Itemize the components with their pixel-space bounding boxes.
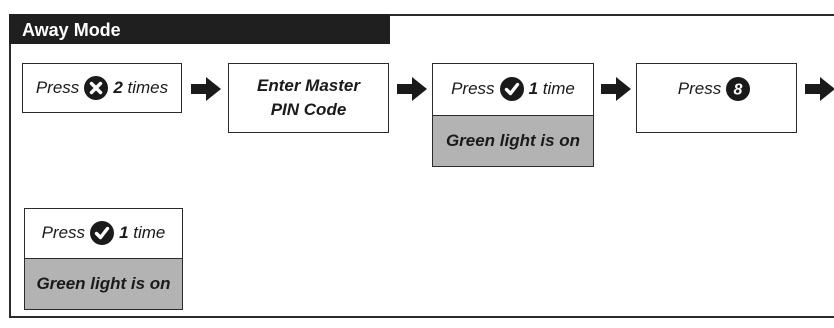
step3-status: Green light is on	[433, 115, 593, 166]
step3-status-text: Green light is on	[445, 131, 581, 150]
step2-line2: PIN Code	[270, 100, 347, 119]
number-8-circle-icon: 8	[726, 77, 751, 101]
arrow-right-icon	[804, 77, 834, 101]
step5-count: 1	[119, 223, 129, 242]
panel-title: Away Mode	[9, 14, 390, 44]
step5-status-text: Green light is on	[36, 274, 171, 293]
step4-key: 8	[734, 82, 743, 99]
step-press-check-once: Press 1 time Green light is on	[432, 63, 594, 167]
check-circle-icon	[90, 221, 115, 245]
step1-suffix: times	[127, 78, 169, 97]
arrow-right-icon	[396, 77, 428, 101]
away-mode-panel	[9, 14, 834, 318]
step5-status: Green light is on	[25, 258, 182, 309]
step4-prefix: Press	[677, 79, 722, 98]
step-enter-master-pin: Enter Master PIN Code	[228, 63, 389, 133]
step3-prefix: Press	[451, 79, 495, 98]
arrow-right-icon	[190, 77, 222, 101]
step1-count: 2	[113, 78, 123, 97]
x-circle-icon	[84, 76, 109, 100]
arrow-right-icon	[600, 77, 632, 101]
step2-line1: Enter Master	[257, 76, 360, 95]
step5-prefix: Press	[41, 223, 86, 242]
check-circle-icon	[499, 77, 524, 101]
step5-suffix: time	[133, 223, 166, 242]
step-press-check-once-final: Press 1 time Green light is on	[24, 208, 183, 310]
step-press-x-twice: Press 2 times	[22, 63, 182, 113]
step-press-8: Press 8	[636, 63, 797, 133]
step3-suffix: time	[542, 79, 575, 98]
step3-count: 1	[528, 79, 539, 98]
step1-prefix: Press	[35, 78, 80, 97]
